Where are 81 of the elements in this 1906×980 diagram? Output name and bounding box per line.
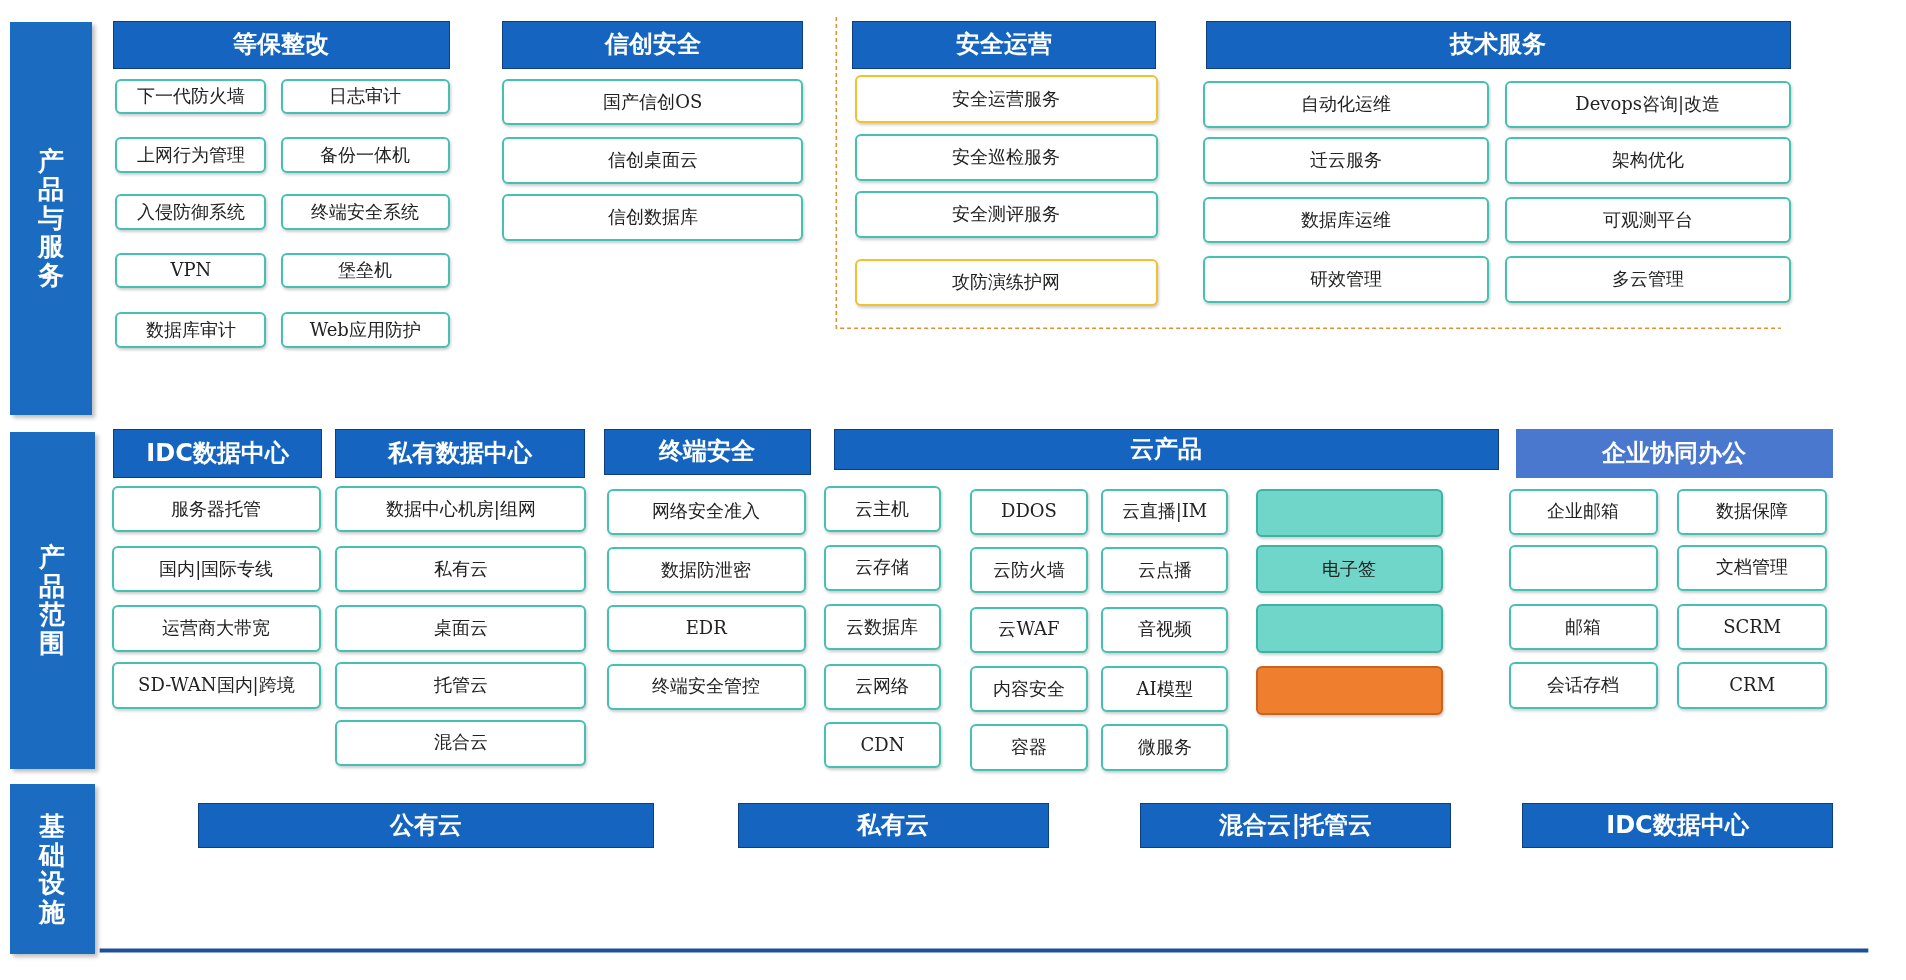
empty-box	[1255, 666, 1443, 715]
item-box: 云主机	[824, 486, 941, 533]
item-box: 文档管理	[1677, 544, 1827, 591]
item-box: 信创数据库	[502, 194, 804, 241]
item-box: Web应用防护	[280, 312, 450, 348]
item-box: 安全测评服务	[854, 190, 1159, 239]
item-box: 堡垒机	[280, 252, 450, 289]
item-box: 迁云服务	[1203, 137, 1490, 184]
item-box: CDN	[824, 722, 941, 769]
item-box: 终端安全管控	[606, 663, 806, 710]
category-header: 安全运营	[852, 20, 1156, 70]
item-box: SD-WAN国内|跨境	[111, 662, 321, 709]
item-box: 云数据库	[824, 604, 941, 651]
category-header: 终端安全	[604, 429, 811, 476]
item-box: 私有云	[335, 545, 586, 592]
item-box: SCRM	[1677, 604, 1827, 651]
item-box: 云存储	[824, 544, 941, 591]
item-box: 混合云	[335, 719, 586, 766]
item-box: VPN	[115, 252, 267, 289]
item-box: 数据中心机房|组网	[335, 486, 586, 533]
category-header: 技术服务	[1205, 20, 1791, 70]
item-box: 安全运营服务	[854, 75, 1159, 123]
category-header: 私有数据中心	[335, 429, 585, 478]
section-band: 产品与服务	[9, 21, 93, 415]
empty-box	[1508, 544, 1658, 591]
category-header: IDC数据中心	[113, 429, 323, 478]
section-band: 产品范围	[9, 431, 95, 770]
item-box: AI模型	[1101, 666, 1228, 713]
item-box: 研效管理	[1203, 256, 1490, 303]
item-box: 微服务	[1101, 724, 1228, 771]
category-header: 信创安全	[502, 20, 804, 70]
item-box: 数据库运维	[1203, 196, 1490, 244]
item-box: EDR	[606, 605, 806, 652]
item-box: 信创桌面云	[502, 137, 804, 184]
item-box: 攻防演练护网	[854, 258, 1159, 307]
item-box: 终端安全系统	[280, 194, 450, 230]
category-header: 混合云|托管云	[1140, 803, 1452, 849]
item-box: 备份一体机	[280, 137, 450, 173]
section-band: 基础设施	[9, 784, 95, 955]
item-box: 容器	[970, 724, 1088, 771]
item-box: 企业邮箱	[1508, 488, 1658, 535]
item-box: 国产信创OS	[502, 79, 804, 126]
item-box: 云点播	[1101, 547, 1228, 594]
empty-box	[1255, 604, 1443, 653]
category-header: 云产品	[833, 429, 1499, 471]
item-box: 邮箱	[1508, 604, 1658, 651]
category-header: 企业协同办公	[1515, 429, 1834, 478]
empty-box	[1255, 488, 1443, 538]
category-header: 私有云	[737, 803, 1049, 849]
item-box: 日志审计	[280, 79, 450, 115]
item-box: 电子签	[1255, 544, 1443, 594]
item-box: 数据保障	[1677, 488, 1827, 535]
item-box: 云网络	[824, 663, 941, 710]
item-box: 音视频	[1101, 606, 1228, 653]
item-box: 数据库审计	[115, 312, 267, 348]
item-box: 自动化运维	[1203, 81, 1490, 128]
item-box: 国内|国际专线	[111, 545, 321, 592]
category-header: 等保整改	[113, 20, 450, 70]
item-box: 上网行为管理	[115, 137, 267, 173]
item-box: 会话存档	[1508, 662, 1658, 709]
item-box: CRM	[1677, 662, 1827, 709]
category-header: IDC数据中心	[1521, 803, 1834, 849]
item-box: Devops咨询|改造	[1504, 81, 1791, 128]
item-box: 架构优化	[1504, 137, 1791, 184]
item-box: 可观测平台	[1504, 196, 1791, 244]
item-box: 下一代防火墙	[115, 79, 267, 115]
item-box: 运营商大带宽	[111, 605, 321, 652]
item-box: 多云管理	[1504, 256, 1791, 303]
item-box: 服务器托管	[111, 486, 321, 533]
item-box: 安全巡检服务	[854, 133, 1159, 182]
item-box: 数据防泄密	[606, 547, 806, 594]
item-box: 云直播|IM	[1101, 488, 1228, 535]
item-box: 网络安全准入	[606, 488, 806, 535]
item-box: DDOS	[970, 488, 1088, 535]
item-box: 内容安全	[970, 666, 1088, 713]
item-box: 托管云	[335, 662, 586, 709]
item-box: 云WAF	[970, 606, 1088, 653]
item-box: 入侵防御系统	[115, 194, 267, 230]
item-box: 桌面云	[335, 605, 586, 652]
item-box: 云防火墙	[970, 547, 1088, 594]
category-header: 公有云	[198, 803, 654, 849]
